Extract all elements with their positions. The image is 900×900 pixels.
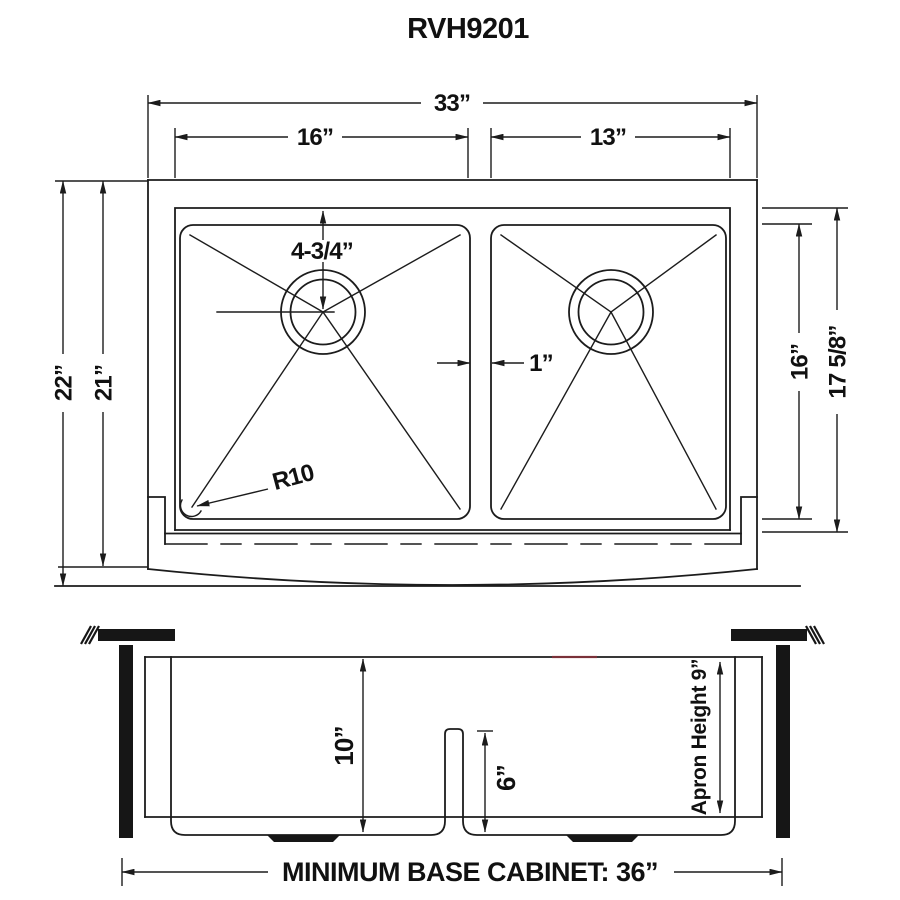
label-apron-height: Apron Height 9” — [688, 659, 711, 816]
dim-bowl-front-to-back: 16” — [787, 223, 814, 520]
cabinet-wall-left — [119, 645, 133, 838]
dim-apron-height: Apron Height 9” — [688, 659, 724, 816]
sink-bowls — [179, 224, 727, 520]
dim-base-cabinet: MINIMUM BASE CABINET: 36” — [121, 857, 783, 887]
dim-inner-front-to-back: 21” — [91, 180, 118, 567]
label-bowl-front-to-back: 16” — [787, 344, 814, 380]
label-inner-front-to-back: 21” — [91, 365, 118, 401]
top-view: 33” 16” 13” 22” 21” — [51, 90, 852, 587]
break-hatch-right — [805, 625, 825, 645]
break-hatch-left — [80, 625, 100, 645]
label-drain-offset: 4-3/4” — [291, 238, 353, 265]
countertop-left — [98, 629, 175, 641]
dim-bowl-depth: 10” — [329, 658, 367, 833]
dim-divider-width: 1” — [437, 350, 554, 377]
label-left-bowl-width: 16” — [297, 124, 333, 151]
label-overall-front-to-back: 22” — [51, 365, 78, 401]
dim-overall-front-to-back: 22” — [51, 180, 78, 587]
label-right-bowl-width: 13” — [590, 124, 626, 151]
label-base-cabinet: MINIMUM BASE CABINET: 36” — [282, 857, 658, 887]
label-divider-width: 1” — [529, 350, 553, 377]
dim-drain-offset: 4-3/4” — [291, 210, 354, 310]
countertop-and-cabinet — [80, 625, 825, 838]
top-view-outline — [54, 179, 801, 587]
dim-outer-front-to-back: 17 5/8” — [825, 207, 852, 533]
sink-section-outline — [144, 655, 763, 842]
top-view-extension-lines — [55, 95, 848, 568]
dim-overall-width: 33” — [147, 90, 758, 117]
countertop-right — [731, 629, 807, 641]
section-view: 10” 6” Apron Height 9” MINIMUM BASE CABI… — [80, 625, 825, 887]
left-drain-boss — [267, 835, 340, 842]
label-bowl-depth: 10” — [329, 726, 359, 766]
dim-corner-radius: R10 — [196, 459, 318, 507]
dim-left-bowl-width: 16” — [174, 124, 469, 151]
dim-right-bowl-width: 13” — [490, 124, 731, 151]
label-outer-front-to-back: 17 5/8” — [825, 325, 852, 398]
right-drain — [568, 269, 654, 355]
label-divider-height: 6” — [491, 765, 521, 791]
cabinet-wall-right — [776, 645, 790, 838]
label-corner-radius: R10 — [270, 459, 318, 496]
dim-divider-height: 6” — [477, 730, 521, 833]
label-overall-width: 33” — [434, 90, 470, 117]
right-drain-boss — [566, 835, 639, 842]
page-title: RVH9201 — [407, 13, 529, 45]
